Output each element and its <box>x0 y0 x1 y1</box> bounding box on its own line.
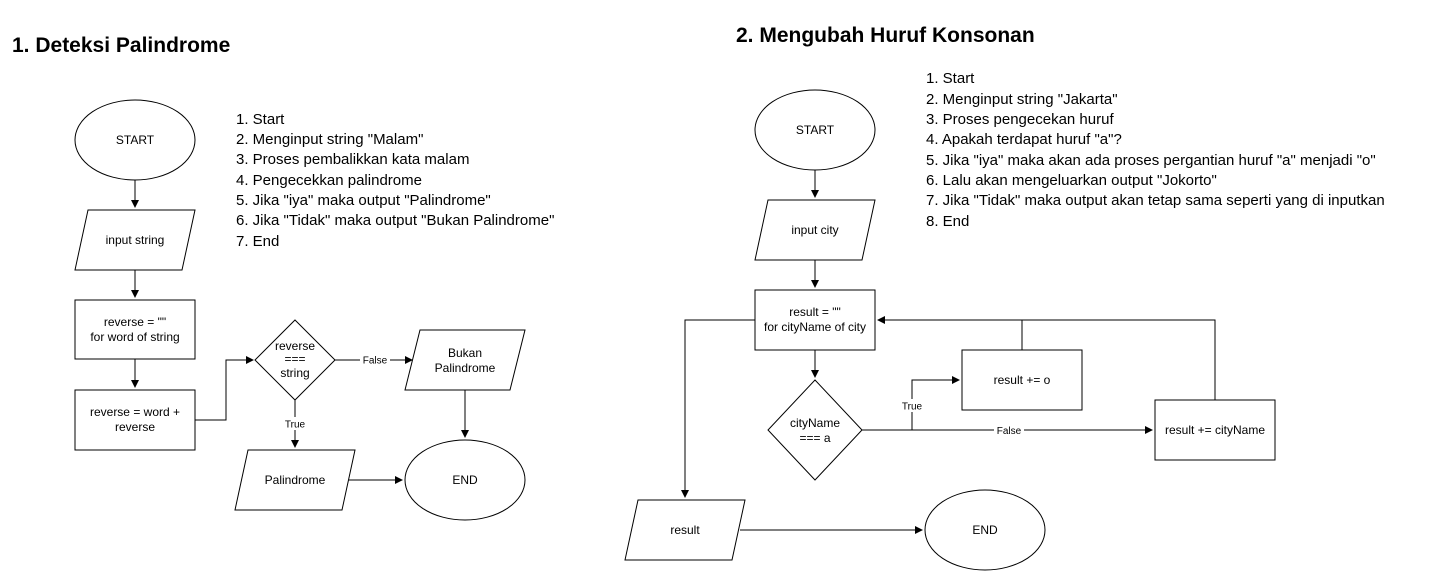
edge-label-true: True <box>285 420 306 431</box>
edge-loop-exit-to-result <box>681 319 755 498</box>
diagram1-step: 5. Jika "iya" maka output "Palindrome" <box>236 192 491 209</box>
end-node: END <box>404 439 526 521</box>
input-label: input city <box>791 223 838 237</box>
diagram2-step: 6. Lalu akan mengeluarkan output "Jokort… <box>926 172 1217 189</box>
diagram2-step: 8. End <box>926 213 969 230</box>
loop-process-node: result = "" for cityName of city <box>754 289 876 351</box>
start-label: START <box>116 133 155 147</box>
false-process-node: result += cityName <box>1154 399 1276 461</box>
diagram2-step: 4. Apakah terdapat huruf "a"? <box>926 131 1122 148</box>
assign-label: reverse = word + <box>90 405 180 419</box>
assign-label: reverse <box>115 420 155 434</box>
flowchart-palindrome: 1. Deteksi Palindrome 1. Start 2. Mengin… <box>12 34 554 521</box>
diagram1-step: 3. Proses pembalikkan kata malam <box>236 151 469 168</box>
palindrome-output-node: Palindrome <box>234 449 356 511</box>
loop-label: for cityName of city <box>764 320 866 334</box>
diagram2-step: 5. Jika "iya" maka akan ada proses perga… <box>926 152 1376 169</box>
decision-label: cityName <box>790 416 840 430</box>
end-label: END <box>972 523 998 537</box>
true-proc-label: result += o <box>994 373 1051 387</box>
false-proc-label: result += cityName <box>1165 423 1265 437</box>
diagram2-steps: 1. Start 2. Menginput string "Jakarta" 3… <box>926 70 1385 230</box>
end-label: END <box>452 473 478 487</box>
edge-true-proc-back-to-loop <box>877 316 1023 350</box>
edge-false-proc-back-to-loop <box>1022 319 1216 400</box>
diagram1-step: 2. Menginput string "Malam" <box>236 131 423 148</box>
diagram2-step: 2. Menginput string "Jakarta" <box>926 91 1118 108</box>
edge-label-false: False <box>997 426 1022 437</box>
edge-label-false: False <box>363 356 388 367</box>
edge-label-bg <box>899 399 925 412</box>
decision-label: string <box>280 366 309 380</box>
decision-label: === <box>284 352 305 366</box>
edge-assign-to-decision <box>195 356 254 421</box>
bukan-palindrome-output-node: Bukan Palindrome <box>404 329 526 391</box>
diagram1-step: 7. End <box>236 233 279 250</box>
bukan-label: Bukan <box>448 346 482 360</box>
edge-label-bg <box>360 353 390 366</box>
bukan-label: Palindrome <box>435 361 496 375</box>
edge-label-bg <box>994 424 1024 437</box>
start-node: START <box>754 89 876 171</box>
start-node: START <box>74 99 196 181</box>
edge-label-bg <box>282 417 308 430</box>
decision-node: reverse === string <box>254 319 336 401</box>
start-label: START <box>796 123 835 137</box>
input-label: input string <box>106 233 165 247</box>
palindrome-label: Palindrome <box>265 473 326 487</box>
diagram2-step: 7. Jika "Tidak" maka output akan tetap s… <box>926 192 1385 209</box>
loop-label: result = "" <box>789 305 841 319</box>
diagram2-title: 2. Mengubah Huruf Konsonan <box>736 24 1035 47</box>
diagram1-step: 6. Jika "Tidak" maka output "Bukan Palin… <box>236 212 554 229</box>
diagram1-step: 4. Pengecekkan palindrome <box>236 172 422 189</box>
decision-label: reverse <box>275 339 315 353</box>
loop-label: for word of string <box>90 330 179 344</box>
diagram1-step: 1. Start <box>236 111 285 128</box>
loop-process-node: reverse = "" for word of string <box>74 299 196 360</box>
diagram2-step: 1. Start <box>926 70 975 87</box>
decision-node: cityName === a <box>767 379 863 481</box>
decision-label: === a <box>799 431 830 445</box>
assign-process-node: reverse = word + reverse <box>74 389 196 451</box>
input-node: input city <box>754 199 876 261</box>
diagram1-steps: 1. Start 2. Menginput string "Malam" 3. … <box>236 111 554 250</box>
diagram1-title: 1. Deteksi Palindrome <box>12 34 230 57</box>
diagram2-step: 3. Proses pengecekan huruf <box>926 111 1114 128</box>
end-node: END <box>924 489 1046 571</box>
input-node: input string <box>74 209 196 271</box>
edge-label-true: True <box>902 402 923 413</box>
result-output-node: result <box>624 499 746 561</box>
flowchart-konsonan: 2. Mengubah Huruf Konsonan 1. Start 2. M… <box>624 24 1385 571</box>
true-process-node: result += o <box>961 349 1083 411</box>
result-label: result <box>670 523 700 537</box>
loop-label: reverse = "" <box>104 315 166 329</box>
